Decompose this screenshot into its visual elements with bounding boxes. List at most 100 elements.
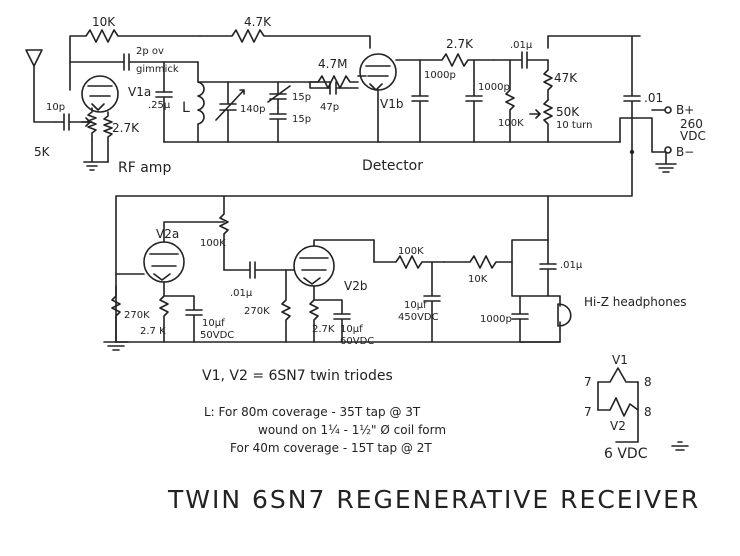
variable-capacitor-140p bbox=[215, 81, 245, 143]
label-coil-l: L bbox=[182, 100, 190, 116]
input-capacitor bbox=[55, 113, 93, 131]
label-v1b: V1b bbox=[380, 97, 403, 111]
label-c-01-out: .01μ bbox=[560, 260, 583, 271]
resistor-100k-det bbox=[505, 59, 515, 143]
label-heater-v2: V2 bbox=[610, 419, 626, 433]
capacitor-01-det bbox=[493, 51, 549, 69]
label-r-27k-v2b-cath: 2.7K bbox=[312, 324, 335, 335]
tube-v2b bbox=[293, 245, 335, 287]
label-c-15p-a: 15p bbox=[292, 92, 311, 103]
label-c-10u-v2b: 10μf bbox=[340, 324, 363, 335]
label-c-140p: 140p bbox=[240, 104, 265, 115]
label-c-10u-450-v: 450VDC bbox=[398, 312, 439, 323]
gimmick-capacitor bbox=[69, 53, 199, 71]
rf-cathode-resistor bbox=[103, 111, 113, 163]
label-headphones: Hi-Z headphones bbox=[584, 295, 687, 309]
capacitor-15p-a bbox=[267, 81, 291, 109]
audio-section bbox=[103, 151, 633, 351]
headphones-jack bbox=[557, 295, 572, 331]
capacitor-10u-v2b bbox=[313, 299, 351, 343]
resistor-100k-v2b bbox=[373, 255, 445, 269]
label-r-27k-rf: 2.7K bbox=[112, 121, 140, 135]
label-rf-amp: RF amp bbox=[118, 160, 171, 176]
label-c-1000p-det: 1000p bbox=[424, 70, 456, 81]
note-coil-2: wound on 1¼ - 1½" Ø coil form bbox=[258, 423, 446, 437]
note-tubes: V1, V2 = 6SN7 twin triodes bbox=[202, 368, 393, 384]
label-c-gimmick: gimmick bbox=[136, 64, 179, 75]
label-pin8-bot: 8 bbox=[644, 405, 652, 419]
label-pin7-top: 7 bbox=[584, 375, 592, 389]
label-v1a: V1a bbox=[128, 85, 151, 99]
label-v2b: V2b bbox=[344, 279, 367, 293]
rf-ground bbox=[83, 139, 109, 171]
tube-v1b bbox=[359, 53, 397, 91]
capacitor-1000p-output bbox=[511, 295, 529, 343]
tube-v2a bbox=[143, 241, 185, 283]
rf-gain-pot bbox=[81, 107, 97, 141]
label-c-10u-v2b-v: 60VDC bbox=[340, 336, 374, 347]
label-c-1000p-b: 1000p bbox=[478, 82, 510, 93]
label-r-27k-det: 2.7K bbox=[446, 37, 474, 51]
label-pot-50k: 50K bbox=[556, 105, 580, 119]
label-pin8-top: 8 bbox=[644, 375, 652, 389]
capacitor-10u-450 bbox=[423, 261, 441, 343]
capacitor-01-output bbox=[539, 239, 557, 297]
label-v2a: V2a bbox=[156, 227, 179, 241]
label-r-10k-top: 10K bbox=[92, 15, 116, 29]
rf-amp-section bbox=[25, 29, 201, 171]
label-c-2p: 2p ov bbox=[136, 46, 164, 57]
detector-section bbox=[357, 35, 677, 173]
capacitor-10u-v2a bbox=[163, 295, 203, 343]
label-c-01-supply: .01 bbox=[644, 91, 663, 105]
capacitor-47p bbox=[309, 81, 359, 95]
label-r-27k-v2a-cath: 2.7 K bbox=[140, 326, 166, 337]
label-c-025: .25μ bbox=[148, 100, 171, 111]
resistor-270k-v2b bbox=[281, 269, 291, 343]
label-r-100k-det: 100K bbox=[498, 118, 524, 129]
heater-supply-lines bbox=[597, 381, 689, 451]
label-c-10u-v2a: 10μf bbox=[202, 318, 225, 329]
label-c-10u-v2a-v: 50VDC bbox=[200, 330, 234, 341]
label-heater-supply: 6 VDC bbox=[604, 446, 648, 462]
label-c-01-det: .01μ bbox=[510, 40, 533, 51]
antenna-symbol bbox=[25, 49, 57, 123]
label-r-100k-v2b: 100K bbox=[398, 246, 424, 257]
tube-v1a bbox=[81, 75, 119, 113]
label-r-100k-v2a-plate: 100K bbox=[200, 238, 226, 249]
resistor-10k-top bbox=[69, 29, 201, 91]
audio-ground bbox=[103, 341, 129, 351]
heater-v1-symbol bbox=[597, 367, 639, 383]
resistor-10k-v2b bbox=[443, 195, 549, 269]
label-c-15p-b: 15p bbox=[292, 114, 311, 125]
resistor-47k-det bbox=[543, 59, 553, 101]
pot-50k-regen bbox=[529, 99, 553, 143]
label-r-270k-v2a: 270K bbox=[124, 310, 150, 321]
label-r-47m: 4.7M bbox=[318, 57, 347, 71]
resistor-47m bbox=[309, 75, 359, 89]
resistor-270k-v2a bbox=[111, 285, 121, 343]
resistor-47k-top bbox=[199, 29, 371, 49]
label-pot-5k-rf: 5K bbox=[34, 145, 51, 159]
label-heater-v1: V1 bbox=[612, 353, 628, 367]
capacitor-15p-b bbox=[269, 107, 287, 143]
resistor-27k-det bbox=[395, 53, 495, 67]
label-pin7-bot: 7 bbox=[584, 405, 592, 419]
supply-decoupling-capacitor bbox=[547, 35, 641, 153]
heater-v2-symbol bbox=[597, 397, 639, 417]
label-c-10p-in: 10p bbox=[46, 102, 65, 113]
label-c-10u-450: 10μf bbox=[404, 300, 427, 311]
label-supply-bplus: B+ bbox=[676, 103, 694, 117]
diagram-title: TWIN 6SN7 REGENERATIVE RECEIVER bbox=[167, 485, 700, 514]
resistor-27k-v2a-cath bbox=[159, 281, 169, 343]
label-c-01-coupling: .01μ bbox=[230, 288, 253, 299]
label-r-47k-top: 4.7K bbox=[244, 15, 272, 29]
label-detector: Detector bbox=[362, 158, 423, 174]
tuned-circuit bbox=[163, 29, 381, 143]
label-supply-vdc: VDC bbox=[680, 129, 706, 143]
heater-diagram bbox=[597, 367, 689, 451]
label-pot-50k-note: 10 turn bbox=[556, 120, 592, 131]
coil-l bbox=[197, 61, 205, 143]
label-c-1000p-out: 1000p bbox=[480, 314, 512, 325]
resistor-27k-v2b-cath bbox=[309, 285, 319, 343]
